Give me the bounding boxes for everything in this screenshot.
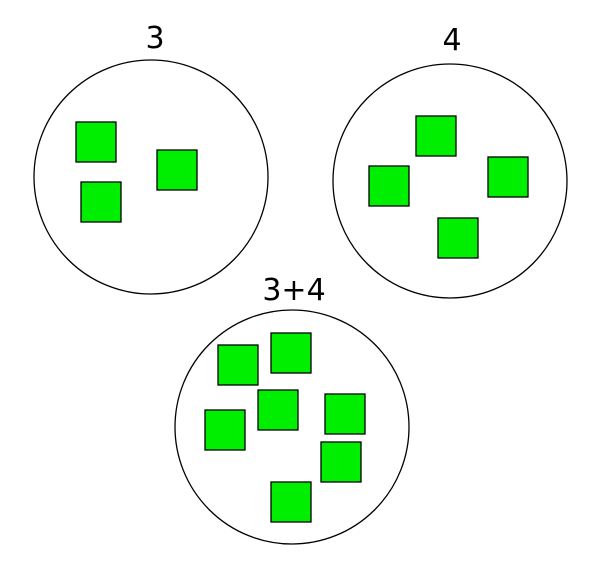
green-square [487, 156, 529, 198]
green-square [75, 121, 117, 163]
green-square [320, 441, 362, 483]
green-square [270, 481, 312, 523]
green-square [204, 409, 246, 451]
green-square [257, 389, 299, 431]
green-square [437, 217, 479, 259]
green-square [368, 165, 410, 207]
set-four: 4 [332, 23, 568, 299]
green-square [80, 181, 122, 223]
green-square [415, 115, 457, 157]
set-four-label: 4 [442, 23, 461, 58]
set-three-circle [33, 59, 269, 295]
green-square [324, 393, 366, 435]
set-four-circle [332, 63, 568, 299]
set-three-label: 3 [145, 21, 164, 56]
set-sum: 3+4 [174, 273, 410, 545]
set-three: 3 [33, 21, 269, 295]
set-sum-label: 3+4 [262, 273, 325, 308]
green-square [270, 332, 312, 374]
green-square [156, 149, 198, 191]
green-square [217, 344, 259, 386]
